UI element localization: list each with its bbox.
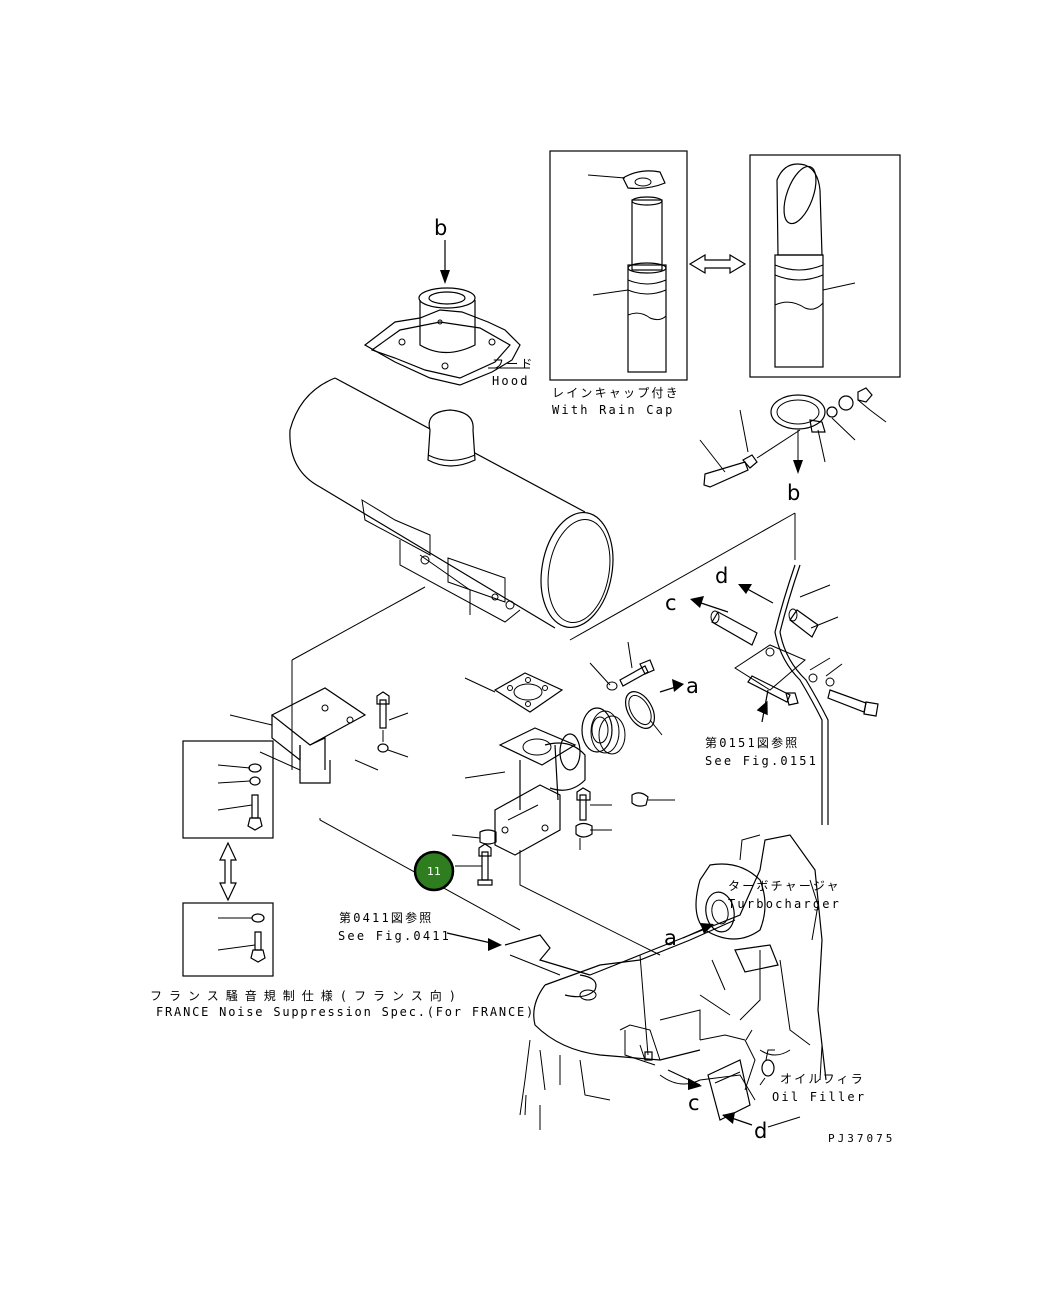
rain-cap-label-en: With Rain Cap bbox=[552, 403, 675, 417]
fig0411-label-jp: 第0411図参照 bbox=[339, 910, 434, 925]
drawing-code: PJ37075 bbox=[828, 1132, 895, 1145]
hood-label-jp: フード bbox=[492, 357, 535, 371]
fig0411-label-en: See Fig.0411 bbox=[338, 929, 451, 943]
bolts-upper bbox=[589, 641, 655, 691]
ref-letter-d-lower: d bbox=[754, 1119, 767, 1143]
exhaust-gasket bbox=[464, 672, 564, 713]
bolts-lower-middle bbox=[451, 787, 675, 956]
ref-letter-b-top: b bbox=[434, 216, 447, 240]
rain-cap-label-jp: レインキャップ付き bbox=[552, 386, 680, 400]
ref-letter-c-lower: c bbox=[688, 1091, 700, 1115]
exhaust-clamp bbox=[699, 387, 887, 488]
fig0151-label-jp: 第0151図参照 bbox=[705, 735, 800, 750]
hood-label-en: Hood bbox=[492, 374, 530, 388]
rain-cap-panel bbox=[549, 150, 688, 381]
france-spec-label-en: FRANCE Noise Suppression Spec.(For FRANC… bbox=[156, 1005, 535, 1019]
turbocharger-label-en: Turbocharger bbox=[728, 897, 841, 911]
callout-number[interactable]: 11 bbox=[427, 865, 441, 878]
france-spec-upper-box bbox=[182, 740, 301, 839]
part-callout-11[interactable]: 11 bbox=[413, 850, 455, 892]
ref-letter-a-upper: a bbox=[686, 674, 699, 698]
oil-filler-label-en: Oil Filler bbox=[772, 1090, 866, 1104]
oil-filler-label-jp: オイルフィラ bbox=[780, 1072, 865, 1086]
engine-drawing bbox=[519, 834, 827, 1130]
hood-drawing bbox=[363, 240, 530, 386]
breather-pipe bbox=[710, 564, 879, 825]
fig0151-label-en: See Fig.0151 bbox=[705, 754, 818, 768]
ref-letter-c-upper: c bbox=[665, 591, 677, 615]
fig0411-pointer bbox=[446, 932, 591, 976]
ref-letter-d-upper: d bbox=[715, 564, 728, 588]
ref-letter-a-turbo: a bbox=[664, 926, 677, 950]
france-spec-double-arrow bbox=[219, 841, 237, 902]
callout-circle[interactable] bbox=[413, 850, 455, 892]
france-spec-lower-box bbox=[182, 902, 274, 977]
swap-double-arrow bbox=[688, 253, 747, 275]
france-spec-label-jp: フランス騒音規制仕様(フランス向) bbox=[150, 988, 463, 1003]
straight-pipe-panel bbox=[749, 154, 901, 378]
direction-arrows bbox=[659, 584, 774, 693]
ref-letter-b-clamp: b bbox=[787, 481, 800, 505]
exhaust-bellows bbox=[581, 691, 663, 755]
mounting-bracket bbox=[229, 687, 409, 784]
turbocharger-label-jp: ターボチャージャ bbox=[728, 879, 841, 893]
exhaust-elbow-bracket bbox=[464, 727, 586, 856]
muffler-drawing bbox=[289, 377, 614, 629]
engine-leader-lines bbox=[667, 923, 801, 1128]
assembly-leader-lines bbox=[291, 512, 796, 931]
